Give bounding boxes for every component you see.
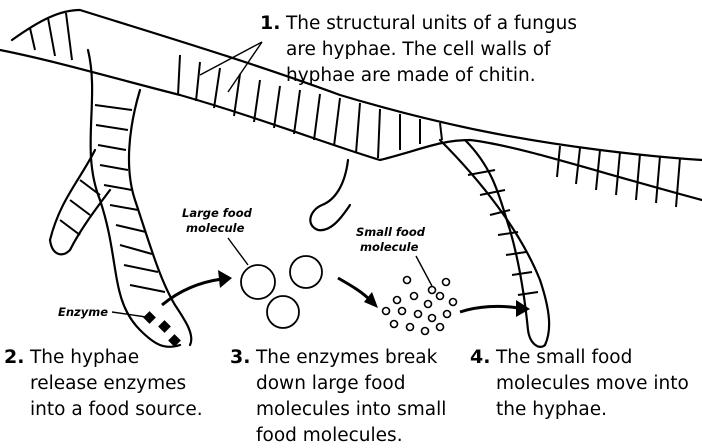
arrow-head bbox=[218, 270, 232, 288]
arrow-head bbox=[364, 292, 378, 308]
step-number: 4. bbox=[470, 346, 490, 368]
arrow-into-hyphae bbox=[460, 306, 518, 312]
caption-line: the hyphae. bbox=[496, 399, 607, 420]
label-enzyme: Enzyme bbox=[58, 305, 108, 319]
step4-caption: 4. The small food molecules move into th… bbox=[470, 346, 689, 420]
caption-line: The structural units of a fungus bbox=[285, 13, 577, 34]
process-arrows bbox=[162, 278, 518, 312]
caption-line: release enzymes bbox=[30, 373, 186, 394]
caption-line: down large food bbox=[256, 373, 405, 394]
step-number: 2. bbox=[4, 346, 24, 368]
step1-caption: 1. The structural units of a fungus are … bbox=[260, 12, 577, 86]
caption-line: molecules into small bbox=[256, 399, 446, 420]
branch-middle-a bbox=[310, 160, 350, 230]
caption-line: The hyphae bbox=[29, 347, 139, 368]
arrow-heads bbox=[218, 270, 530, 317]
caption-line: hyphae are made of chitin. bbox=[286, 65, 536, 86]
caption-line: molecules move into bbox=[496, 373, 689, 394]
step3-caption: 3. The enzymes break down large food mol… bbox=[230, 346, 446, 446]
caption-line: The small food bbox=[495, 347, 632, 368]
caption-line: The enzymes break bbox=[255, 347, 438, 368]
caption-line: are hyphae. The cell walls of bbox=[286, 39, 551, 60]
label-large-food: Large food bbox=[182, 206, 253, 220]
arrow-break-down bbox=[338, 278, 370, 300]
large-food-molecules bbox=[241, 256, 322, 328]
branch-far-left-a bbox=[50, 150, 95, 240]
step-number: 1. bbox=[260, 12, 280, 34]
enzyme-diamond bbox=[158, 320, 171, 333]
label-large-food: molecule bbox=[186, 221, 245, 235]
large-molecule bbox=[290, 256, 322, 288]
arrow-head bbox=[516, 300, 530, 317]
large-molecule bbox=[241, 265, 275, 299]
caption-line: food molecules. bbox=[256, 425, 403, 446]
small-food-molecules bbox=[383, 277, 457, 335]
caption-line: into a food source. bbox=[30, 399, 203, 420]
label-small-food: Small food bbox=[356, 225, 426, 239]
label-small-food: molecule bbox=[360, 240, 419, 254]
branch-right-inner bbox=[465, 140, 545, 347]
step2-caption: 2. The hyphae release enzymes into a foo… bbox=[4, 346, 203, 420]
large-molecule bbox=[267, 296, 299, 328]
large-molecule-pointer bbox=[228, 238, 248, 265]
enzymes bbox=[143, 311, 181, 347]
small-molecule-pointer bbox=[416, 256, 432, 286]
step-number: 3. bbox=[230, 346, 250, 368]
arrow-enzymes-to-food bbox=[162, 279, 222, 305]
